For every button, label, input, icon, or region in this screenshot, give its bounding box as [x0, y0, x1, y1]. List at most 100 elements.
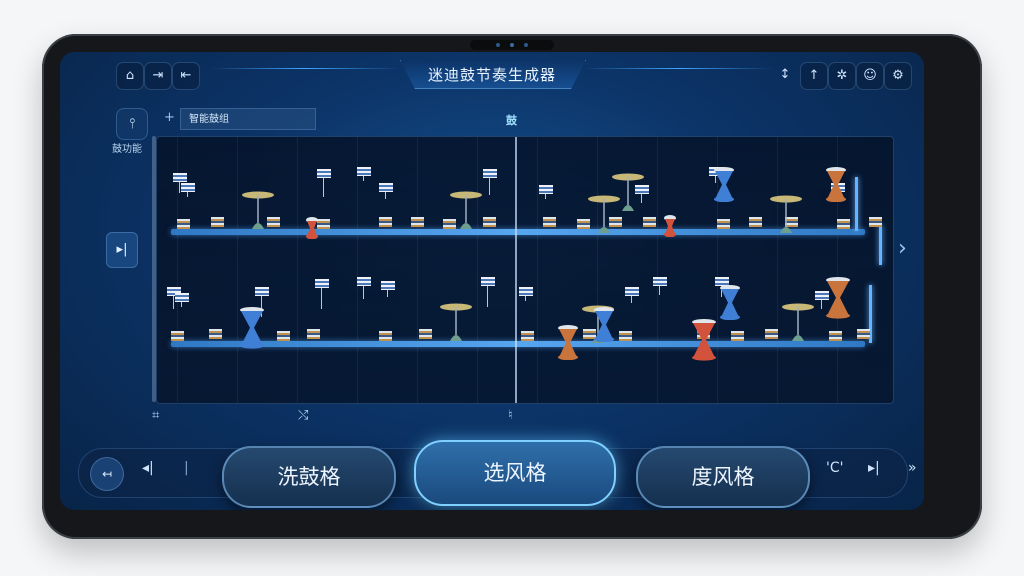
cymbal-note[interactable] [439, 301, 473, 341]
snare-note[interactable] [307, 329, 320, 339]
fast-forward-icon[interactable]: » [908, 460, 917, 476]
snare-note[interactable] [765, 329, 778, 339]
style-button-right[interactable]: 度风格 [636, 446, 810, 508]
hihat-note[interactable] [481, 277, 495, 286]
sort-icon[interactable]: ↕ [779, 67, 791, 82]
snare-note[interactable] [583, 329, 596, 339]
snare-note[interactable] [609, 217, 622, 227]
drum-sequencer[interactable] [156, 136, 894, 404]
snare-note[interactable] [837, 219, 850, 229]
snare-note[interactable] [785, 217, 798, 227]
hihat-note[interactable] [357, 167, 371, 176]
snare-note[interactable] [171, 331, 184, 341]
cymbal-note[interactable] [587, 193, 621, 233]
hihat-note[interactable] [635, 185, 649, 194]
hihat-note[interactable] [317, 169, 331, 178]
select-style-button[interactable]: 选风格 [414, 440, 616, 506]
snare-note[interactable] [857, 329, 870, 339]
snare-note[interactable] [483, 217, 496, 227]
snare-note[interactable] [379, 331, 392, 341]
cymbal-note[interactable] [611, 171, 645, 211]
snare-note[interactable] [521, 331, 534, 341]
cymbal-note[interactable] [449, 189, 483, 229]
snare-note[interactable] [411, 217, 424, 227]
snare-note[interactable] [543, 217, 556, 227]
snare-note[interactable] [419, 329, 432, 339]
snare-note[interactable] [749, 217, 762, 227]
grid-line [657, 137, 658, 403]
snare-note[interactable] [731, 331, 744, 341]
hihat-note[interactable] [315, 279, 329, 288]
home-icon[interactable]: ⌂ [116, 62, 144, 90]
hihat-note[interactable] [167, 287, 181, 296]
grid-icon[interactable]: ⌗ [152, 408, 160, 423]
tom-drum-note[interactable] [825, 277, 851, 319]
hihat-note[interactable] [379, 183, 393, 192]
snare-note[interactable] [209, 329, 222, 339]
tom-drum-note[interactable] [691, 319, 717, 361]
tom-drum-note[interactable] [557, 325, 579, 361]
drum-lane-2[interactable] [171, 341, 865, 347]
plus-icon[interactable]: + [164, 110, 175, 125]
snare-note[interactable] [317, 219, 330, 229]
playhead[interactable] [515, 137, 517, 403]
snare-note[interactable] [211, 217, 224, 227]
snare-note[interactable] [277, 331, 290, 341]
back-icon[interactable]: ↤ [90, 457, 124, 491]
snare-note[interactable] [443, 219, 456, 229]
hihat-note[interactable] [539, 185, 553, 194]
hihat-note[interactable] [483, 169, 497, 178]
snare-note[interactable] [379, 217, 392, 227]
hihat-note[interactable] [715, 277, 729, 286]
tom-drum-note[interactable] [239, 307, 265, 349]
snare-note[interactable] [717, 219, 730, 229]
metronome-icon[interactable]: ♮ [508, 408, 513, 423]
snare-note[interactable] [643, 217, 656, 227]
hihat-note[interactable] [625, 287, 639, 296]
lane-scroll-bar[interactable] [879, 225, 882, 265]
cymbal-note[interactable] [241, 189, 275, 229]
hihat-note[interactable] [519, 287, 533, 296]
snare-note[interactable] [619, 331, 632, 341]
play-track-button[interactable]: ▸| [106, 232, 138, 268]
prev-icon[interactable]: ◂| [142, 460, 154, 476]
skip-in-icon[interactable]: ⇥ [144, 62, 172, 90]
snare-note[interactable] [177, 219, 190, 229]
next-arrow-icon[interactable]: › [898, 236, 907, 261]
shuffle-icon[interactable]: ⤭ [298, 408, 309, 423]
hihat-note[interactable] [653, 277, 667, 286]
hihat-note[interactable] [381, 281, 395, 290]
settings-icon[interactable]: ✲ [828, 62, 856, 90]
collapse-icon[interactable]: ⇤ [172, 62, 200, 90]
tom-drum-note[interactable] [593, 307, 615, 343]
hihat-note[interactable] [175, 293, 189, 302]
tom-drum-note[interactable] [305, 217, 319, 240]
hihat-note[interactable] [255, 287, 269, 296]
cymbal-note[interactable] [769, 193, 803, 233]
snare-note[interactable] [267, 217, 280, 227]
tom-drum-note[interactable] [825, 167, 847, 203]
tom-drum-note[interactable] [719, 285, 741, 321]
tom-drum-note[interactable] [713, 167, 735, 203]
cymbal-note[interactable] [781, 301, 815, 341]
hihat-note[interactable] [815, 291, 829, 300]
snare-note[interactable] [577, 219, 590, 229]
drum-tool-button[interactable]: ⫯ [116, 108, 148, 140]
upload-icon[interactable]: ↑ [800, 62, 828, 90]
hihat-note[interactable] [173, 173, 187, 182]
hihat-note[interactable] [181, 183, 195, 192]
snare-note[interactable] [869, 217, 882, 227]
hihat-note[interactable] [357, 277, 371, 286]
tom-drum-note[interactable] [663, 215, 677, 238]
track-name-field[interactable]: 智能鼓组 [180, 108, 316, 130]
gear-icon[interactable]: ⚙ [884, 62, 912, 90]
play-icon[interactable]: ▸| [868, 460, 880, 476]
title-deco-line-right [584, 68, 774, 69]
hihat-stem [321, 279, 322, 309]
smile-icon[interactable]: ☺ [856, 62, 884, 90]
c-label[interactable]: 'C' [826, 460, 844, 476]
drum-lane-1[interactable] [171, 229, 865, 235]
left-scrollbar[interactable] [152, 136, 156, 402]
style-button-left[interactable]: 洗鼓格 [222, 446, 396, 508]
snare-note[interactable] [829, 331, 842, 341]
